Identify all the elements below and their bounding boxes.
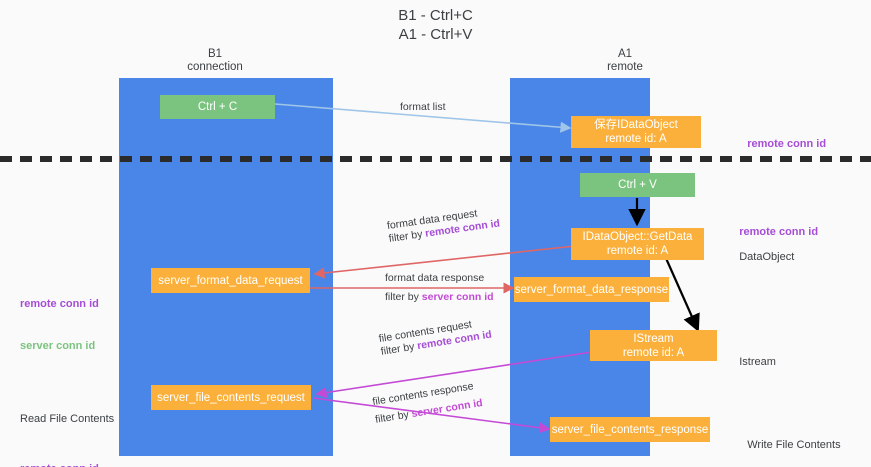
node-ctrl-c-label: Ctrl + C (197, 101, 238, 113)
node-istream[interactable]: IStream remote id: A (590, 330, 717, 361)
node-server-file-contents-request-label: server_file_contents_request (157, 391, 305, 404)
annotation-left-mid-server: server conn id (20, 340, 96, 352)
annotation-istream-text: Istream (739, 356, 776, 368)
edge-label-format-list-text: format list (400, 101, 446, 113)
arrow-getdata-to-istream (663, 255, 700, 333)
node-save-idataobject-line1: 保存IDataObject (594, 119, 678, 131)
node-save-idataobject[interactable]: 保存IDataObject remote id: A (571, 116, 701, 148)
annotation-istream: Istream (727, 341, 776, 383)
node-ctrl-v[interactable]: Ctrl + V (580, 173, 695, 197)
column-header-a1: A1 remote (607, 48, 643, 73)
node-istream-line2: remote id: A (622, 346, 685, 359)
column-header-b1: B1 connection (187, 48, 243, 73)
annotation-dataobject: DataObject (727, 236, 794, 278)
node-ctrl-c[interactable]: Ctrl + C (160, 95, 275, 119)
edge-label-format-data-response-line1: format data response (385, 272, 485, 284)
node-server-format-data-response-label: server_format_data_response (514, 283, 669, 296)
node-save-idataobject-line2: remote id: A (605, 133, 667, 145)
edge-label-file-contents-request: file contents request filter by remote c… (378, 316, 493, 359)
annotation-remote-conn-id-top-text: remote conn id (747, 138, 827, 150)
annotation-remote-conn-id-top: remote conn id (735, 123, 826, 165)
node-server-file-contents-response-label: server_file_contents_response (551, 423, 709, 436)
annotation-write-file-contents-text: Write File Contents (747, 439, 841, 451)
node-getdata-line2: remote id: A (606, 245, 669, 257)
annotation-left-mid: remote conn id server conn id (20, 269, 99, 381)
edge-label-format-data-request: format data request filter by remote con… (386, 205, 501, 246)
node-server-format-data-response[interactable]: server_format_data_response (514, 277, 669, 302)
filter-key-server-conn-id: server conn id (421, 291, 494, 303)
filter-prefix: filter by (374, 408, 413, 426)
annotation-write-file-contents: Write File Contents (735, 424, 841, 466)
node-server-file-contents-response[interactable]: server_file_contents_response (550, 417, 710, 442)
page-title: B1 - Ctrl+C A1 - Ctrl+V (398, 7, 473, 43)
annotation-remote-conn-id-mid: remote conn id (727, 211, 818, 253)
node-getdata-line1: IDataObject::GetData (582, 231, 693, 243)
annotation-dataobject-text: DataObject (739, 251, 795, 263)
node-istream-line1: IStream (633, 332, 674, 345)
filter-prefix: filter by (385, 291, 422, 303)
section-divider (0, 156, 871, 162)
annotation-left-bottom-remote: remote conn id (20, 462, 114, 467)
edge-label-file-contents-response: file contents response filter by server … (372, 379, 484, 427)
edge-label-format-list: format list (400, 101, 446, 114)
annotation-left-mid-remote: remote conn id (20, 298, 99, 310)
annotation-left-bottom: Read File Contents remote conn id server… (20, 384, 114, 467)
node-idataobject-getdata[interactable]: IDataObject::GetData remote id: A (571, 228, 704, 260)
edge-label-format-data-response-filter: filter by server conn id (385, 291, 494, 304)
annotation-read-file-contents: Read File Contents (20, 413, 115, 425)
edge-label-format-data-response: format data response filter by server co… (385, 272, 494, 304)
annotation-remote-conn-id-mid-text: remote conn id (739, 226, 819, 238)
node-ctrl-v-label: Ctrl + V (618, 179, 657, 191)
node-server-format-data-request[interactable]: server_format_data_request (151, 268, 310, 293)
node-server-format-data-request-label: server_format_data_request (158, 274, 303, 287)
node-server-file-contents-request[interactable]: server_file_contents_request (151, 385, 311, 410)
